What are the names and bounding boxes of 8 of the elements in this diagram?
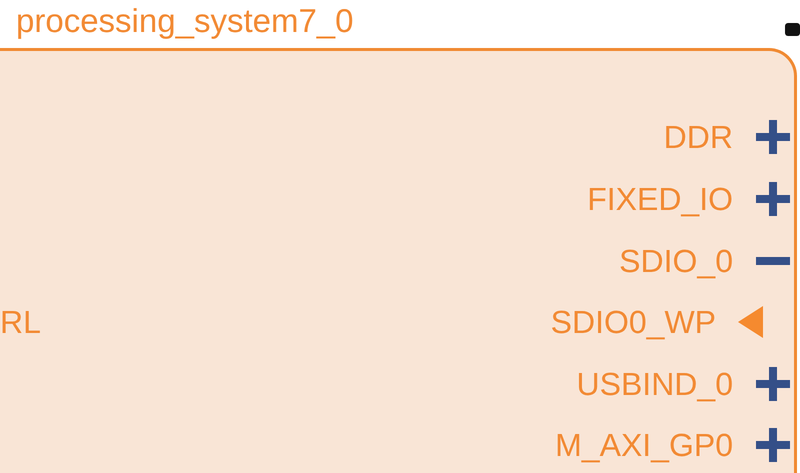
port-name: FIXED_IO [587,180,733,218]
port-name: SDIO0_WP [550,303,716,341]
port-name: USBIND_0 [576,365,733,403]
port-name: SDIO_0 [619,242,733,280]
port-name: M_AXI_GP0 [555,426,733,464]
port-name: RL [0,303,41,341]
port-name: DDR [664,118,733,156]
block-title: processing_system7_0 [16,2,354,40]
